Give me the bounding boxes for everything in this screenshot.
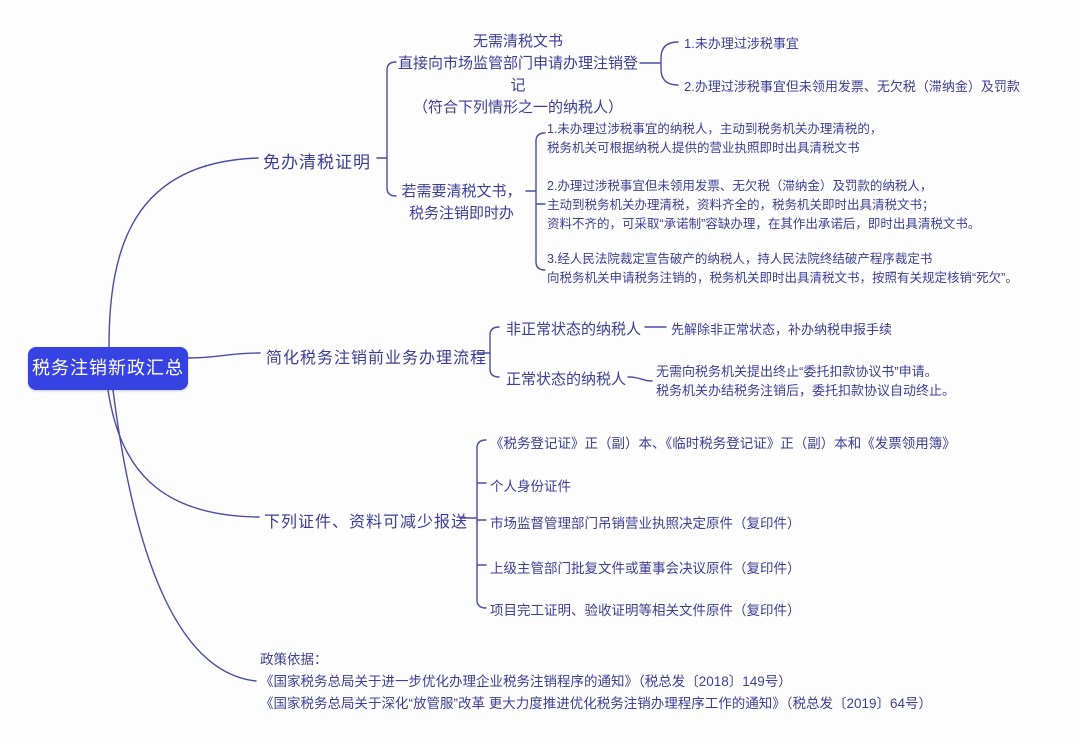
leaf-doc-registration-certificates: 《税务登记证》正（副）本、《临时税务登记证》正（副）本和《发票领用簿》 (490, 436, 956, 451)
leaf-need-doc-case3: 3.经人民法院裁定宣告破产的纳税人，持人民法院终结破产程序裁定书 向税务机关申请… (547, 252, 1018, 285)
policy-doc-2018: 《国家税务总局关于进一步优化办理企业税务注销程序的通知》（税总发〔2018〕14… (260, 674, 792, 689)
connector-root-to-documents (107, 389, 260, 518)
leaf-need-doc-case1: 1.未办理过涉税事宜的纳税人，主动到税务机关办理清税的， 税务机关可根据纳税人提… (547, 122, 883, 155)
node-direct-deregistration: 无需清税文书 直接向市场监管部门申请办理注销登记 （符合下列情形之一的纳税人） (398, 33, 639, 116)
connector-root-to-simplify (187, 352, 261, 359)
node-abnormal-taxpayer: 非正常状态的纳税人 (506, 321, 642, 338)
node-normal-taxpayer: 正常状态的纳税人 (506, 371, 627, 388)
bracket-simplify (476, 326, 500, 378)
policy-heading: 政策依据： (260, 652, 328, 667)
leaf-no-tax-matters: 1.未办理过涉税事宜 (684, 36, 799, 51)
leaf-doc-personal-id: 个人身份证件 (490, 479, 571, 494)
leaf-tax-matters-no-invoice: 2.办理过涉税事宜但未领用发票、无欠税（滞纳金）及罚款 (684, 79, 1020, 94)
leaf-doc-superior-approval: 上级主管部门批复文件或董事会决议原件（复印件） (490, 561, 801, 576)
leaf-normal-detail: 无需向税务机关提出终止“委托扣款协议书”申请。 税务机关办结税务注销后，委托扣款… (656, 364, 956, 398)
node-need-tax-document: 若需要清税文书， 税务注销即时办 (401, 183, 522, 222)
leaf-doc-project-completion: 项目完工证明、验收证明等相关文件原件（复印件） (490, 603, 801, 618)
bracket-direct-leaves (639, 41, 679, 86)
bracket-need-leaves (525, 132, 546, 271)
connector-root-to-policy (112, 389, 257, 682)
policy-doc-2019: 《国家税务总局关于深化“放管服”改革 更大力度推进优化税务注销办理程序工作的通知… (260, 696, 933, 711)
root-topic: 税务注销新政汇总 (28, 347, 188, 390)
leaf-doc-license-revocation: 市场监督管理部门吊销营业执照决定原件（复印件） (490, 516, 801, 531)
connector-root-to-exempt (108, 157, 259, 348)
leaf-need-doc-case2: 2.办理过涉税事宜但未领用发票、无欠税（滞纳金）及罚款的纳税人， 主动到税务机关… (547, 179, 981, 231)
bracket-documents (459, 439, 487, 609)
branch-label-simplify-process: 简化税务注销前业务办理流程 (266, 350, 488, 367)
branch-label-exempt-certificate: 免办清税证明 (263, 153, 371, 172)
branch-label-reduced-documents: 下列证件、资料可减少报送 (264, 514, 469, 531)
leaf-abnormal-detail: 先解除非正常状态，补办纳税申报手续 (671, 322, 893, 337)
bracket-exempt (376, 61, 397, 197)
connector-normal-detail (627, 376, 653, 382)
